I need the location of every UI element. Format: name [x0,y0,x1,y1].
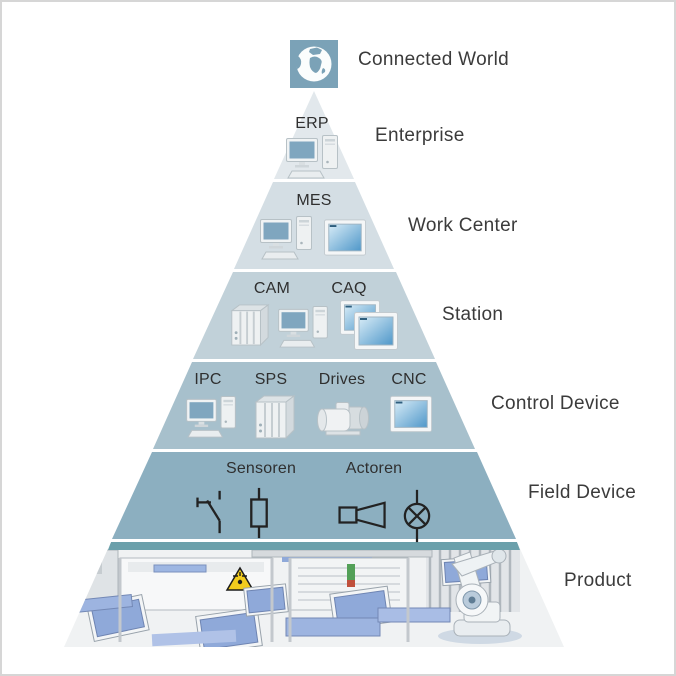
ipc-computer-icon [186,396,236,438]
connected-world-label: Connected World [358,49,509,70]
mes-panel-icon [324,219,366,256]
laser-warning-icon [225,566,255,591]
horn-actuator-icon [338,501,386,529]
tag-cnc: CNC [391,371,427,388]
erp-computer-icon [286,135,338,179]
limit-switch-icon [196,489,221,535]
level-label-enterprise: Enterprise [375,125,465,146]
proximity-sensor-icon [250,486,268,540]
band-field-device [112,452,516,539]
tag-sps: SPS [254,371,288,388]
hmi-monitor [243,583,289,617]
tag-ipc: IPC [194,371,222,388]
lamp-actuator-icon [403,488,431,544]
tag-erp: ERP [295,115,329,132]
cnc-panel-icon [390,395,432,433]
robot-icon [438,548,522,644]
cam-plc-icon [230,304,270,347]
globe-icon [290,40,338,88]
caq-panel-icon [354,312,398,350]
level-label-field-device: Field Device [528,482,637,503]
level-label-station: Station [442,304,504,325]
mes-computer-icon [260,216,312,260]
tag-actoren: Actoren [345,460,403,477]
sps-plc-icon [255,395,295,439]
tag-cam: CAM [253,280,291,297]
factory-roof-strip [108,542,520,550]
tag-mes: MES [296,192,332,209]
level-label-control-device: Control Device [491,393,620,414]
level-label-work-center: Work Center [408,215,518,236]
cam-computer-icon [278,306,328,348]
tag-sensoren: Sensoren [225,460,297,477]
level-label-product: Product [564,570,632,591]
tag-drives: Drives [318,371,366,388]
drives-motor-icon [317,402,369,436]
tag-caq: CAQ [331,280,367,297]
factory-photo [64,542,564,647]
